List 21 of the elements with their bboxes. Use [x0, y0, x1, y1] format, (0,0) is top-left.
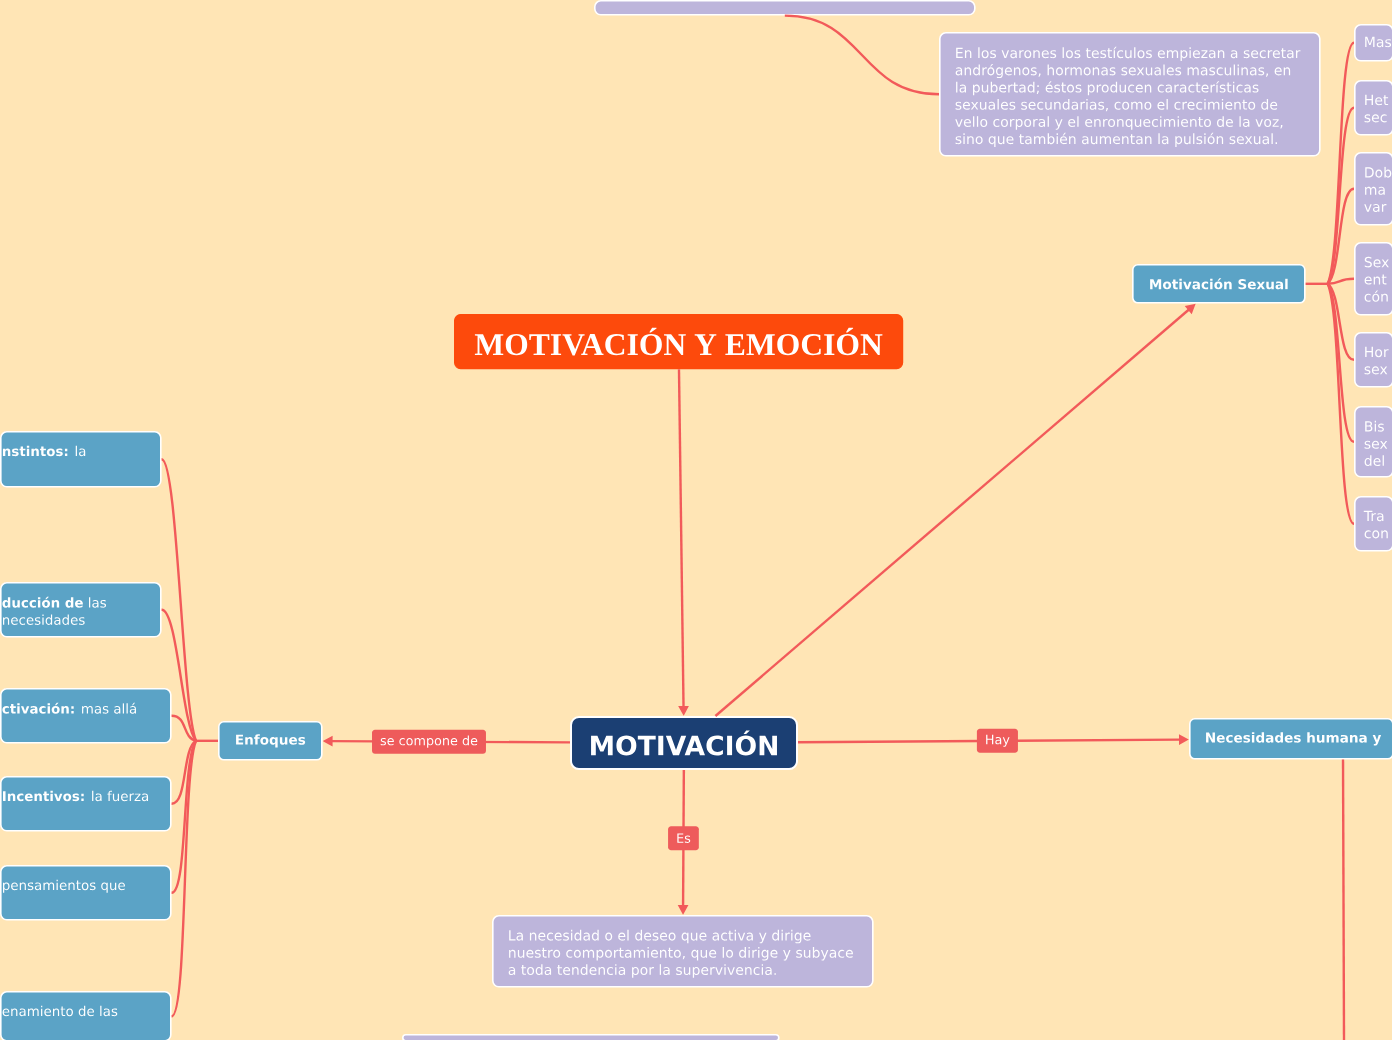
connector-line: [170, 740, 198, 1018]
title-box: MOTIVACIÓN Y EMOCIÓN: [454, 314, 904, 370]
connector-line: [1326, 106, 1355, 285]
connector-line: [1326, 283, 1355, 525]
connector-line: [171, 739, 197, 805]
connector-line: [170, 740, 198, 894]
connector-line: [1326, 283, 1355, 361]
connector-line: [161, 608, 198, 742]
connector-line: [171, 714, 197, 742]
connector-line: [1326, 187, 1355, 285]
connector-line: [1305, 282, 1328, 285]
connector-line: [160, 458, 198, 742]
connector-line: [1326, 283, 1355, 443]
note-box: [594, 0, 976, 16]
connector-line: [1327, 277, 1355, 285]
connector-line: [196, 739, 218, 742]
connector-line: [784, 14, 940, 96]
connector-line: [1341, 759, 1346, 1040]
connector-line: [1326, 42, 1355, 285]
note-box: [402, 1034, 780, 1040]
central-topic-box: MOTIVACIÓN: [570, 716, 798, 770]
